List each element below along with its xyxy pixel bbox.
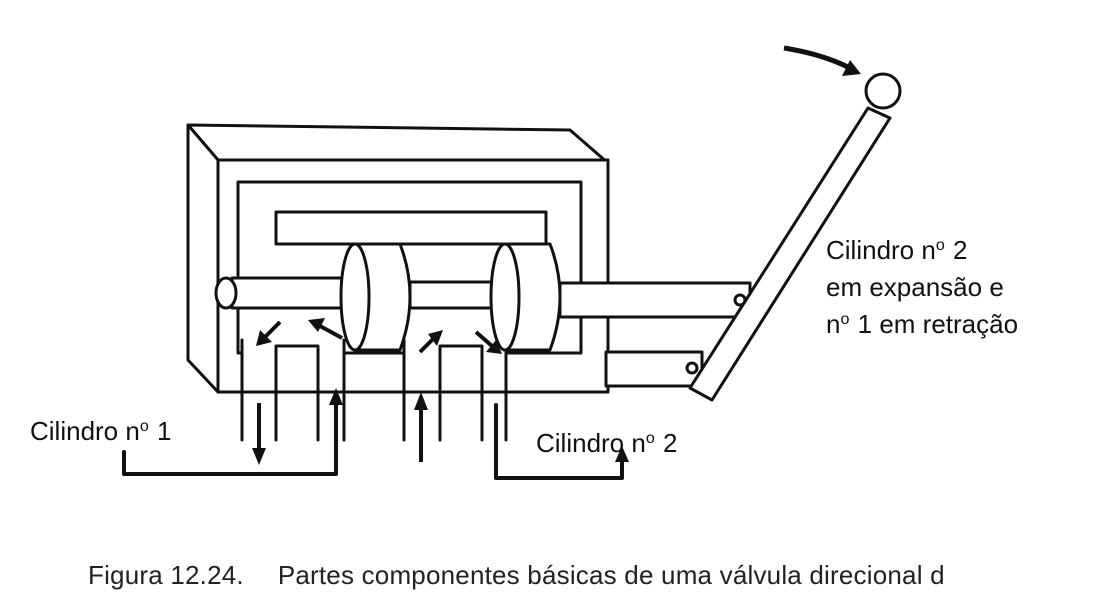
flow-arrow-up-cylinder2 — [615, 446, 629, 462]
spool-land-left — [339, 242, 412, 352]
lever-motion-arrow — [783, 45, 861, 76]
label-cylinder-2: Cilindro no 2 — [536, 428, 678, 458]
label-line-3: no 1 em retração — [826, 308, 1019, 339]
control-lever — [688, 72, 902, 402]
figure-caption: Figura 12.24. Partes componentes básicas … — [88, 560, 945, 591]
flow-arrow-up-left-port — [329, 388, 343, 405]
flow-arrow-diag-1 — [256, 320, 282, 346]
flow-arrow-down — [252, 403, 266, 465]
flow-lines — [122, 403, 624, 480]
label-cylinder2-expansion: Cilindro no 2 em expansão e no 1 em retr… — [826, 232, 1018, 343]
figure-caption-text: Partes componentes básicas de uma válvul… — [277, 560, 945, 590]
label-line-1: Cilindro no 2 — [826, 235, 968, 265]
valve-ports — [240, 338, 508, 442]
flow-arrow-up-center — [414, 392, 428, 462]
label-line-2: em expansão e — [826, 271, 1004, 302]
label-cylinder-1: Cilindro no 1 — [30, 416, 172, 446]
flow-arrow-diag-4 — [474, 330, 502, 354]
flow-arrow-diag-3 — [418, 330, 443, 354]
figure-number: Figura 12.24. — [88, 560, 244, 590]
flow-arrow-diag-2 — [308, 318, 343, 340]
spool-land-right — [489, 242, 562, 352]
